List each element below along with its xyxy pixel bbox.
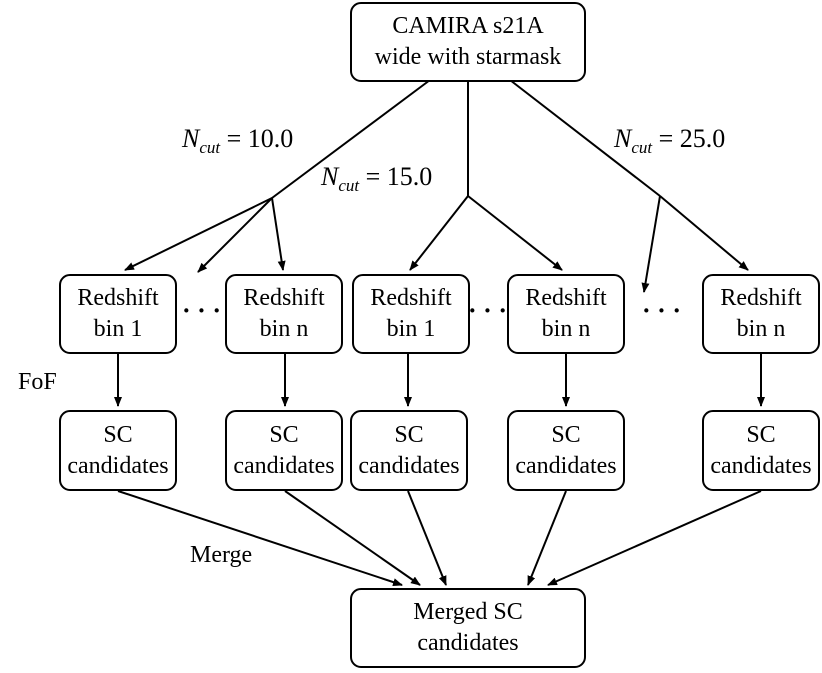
bin-label: Redshift xyxy=(77,285,159,312)
merged-line-2: candidates xyxy=(417,630,519,656)
edge-b1-binn xyxy=(271,197,286,271)
ellipsis-b: · · · xyxy=(468,296,508,325)
bin-number: bin n xyxy=(736,316,786,342)
branch-3-subscript: cut xyxy=(631,138,653,157)
branch-label-2: Ncut = 15.0 xyxy=(321,162,432,196)
merged-line-1: Merged SC xyxy=(413,599,523,626)
edge-b1-ellipsis xyxy=(197,197,273,273)
edge-b2-binn xyxy=(467,195,563,271)
edge-merge-3 xyxy=(407,490,447,586)
bin-number: bin 1 xyxy=(386,316,436,342)
branch-2-subscript: cut xyxy=(338,176,360,195)
candidates-line-1: SC xyxy=(394,421,424,448)
branch-3-relation: = 25.0 xyxy=(658,124,726,153)
edge-merge-2 xyxy=(284,490,421,586)
ellipsis-c: · · · xyxy=(642,296,682,325)
merged-sc-candidates: Merged SC candidates xyxy=(350,588,586,668)
merge-label: Merge xyxy=(190,542,253,568)
branch-1-relation: = 10.0 xyxy=(226,124,294,153)
edge-merge-1 xyxy=(117,490,403,586)
redshift-bin-n-b: Redshift bin n xyxy=(507,274,625,354)
branch-2-symbol: N xyxy=(321,162,339,191)
edge-merge-4 xyxy=(527,490,567,586)
sc-candidates-5: SC candidates xyxy=(702,410,820,491)
candidates-line-1: SC xyxy=(103,421,133,448)
candidates-line-1: SC xyxy=(746,421,776,448)
edge-b2-bin1 xyxy=(409,195,469,271)
candidates-line-2: candidates xyxy=(67,452,169,479)
sc-candidates-2: SC candidates xyxy=(225,410,343,491)
branch-1-subscript: cut xyxy=(199,138,221,157)
bin-number: bin n xyxy=(541,316,591,342)
bin-label: Redshift xyxy=(243,285,325,312)
candidates-line-1: SC xyxy=(551,421,581,448)
bin-label: Redshift xyxy=(525,285,607,312)
branch-3-symbol: N xyxy=(614,124,632,153)
root-line-1: CAMIRA s21A xyxy=(392,13,544,40)
edge-b1-bin1 xyxy=(124,197,273,271)
fof-label: FoF xyxy=(18,369,57,395)
edge-b3-ellipsis xyxy=(641,195,661,293)
bin-number: bin 1 xyxy=(93,316,143,342)
sc-candidates-1: SC candidates xyxy=(59,410,177,491)
sc-candidates-4: SC candidates xyxy=(507,410,625,491)
ellipsis-a: · · · xyxy=(182,296,222,325)
bin-number: bin n xyxy=(259,316,309,342)
redshift-bin-n-c: Redshift bin n xyxy=(702,274,820,354)
branch-label-3: Ncut = 25.0 xyxy=(614,124,725,158)
candidates-line-2: candidates xyxy=(358,452,460,479)
branch-1-symbol: N xyxy=(182,124,200,153)
redshift-bin-1-b: Redshift bin 1 xyxy=(352,274,470,354)
root-line-2: wide with starmask xyxy=(374,44,562,70)
root-node: CAMIRA s21A wide with starmask xyxy=(350,2,586,82)
sc-candidates-3: SC candidates xyxy=(350,410,468,491)
branch-2-relation: = 15.0 xyxy=(365,162,433,191)
bin-label: Redshift xyxy=(720,285,802,312)
candidates-line-1: SC xyxy=(269,421,299,448)
candidates-line-2: candidates xyxy=(710,452,812,479)
edge-b3-binn xyxy=(659,195,749,271)
edge-merge-5 xyxy=(547,490,762,586)
candidates-line-2: candidates xyxy=(233,452,335,479)
edge-root-branch-3 xyxy=(509,79,661,197)
edge-root-branch-1 xyxy=(271,79,431,199)
branch-label-1: Ncut = 10.0 xyxy=(182,124,293,158)
bin-label: Redshift xyxy=(370,285,452,312)
candidates-line-2: candidates xyxy=(515,452,617,479)
redshift-bin-1-a: Redshift bin 1 xyxy=(59,274,177,354)
redshift-bin-n-a: Redshift bin n xyxy=(225,274,343,354)
